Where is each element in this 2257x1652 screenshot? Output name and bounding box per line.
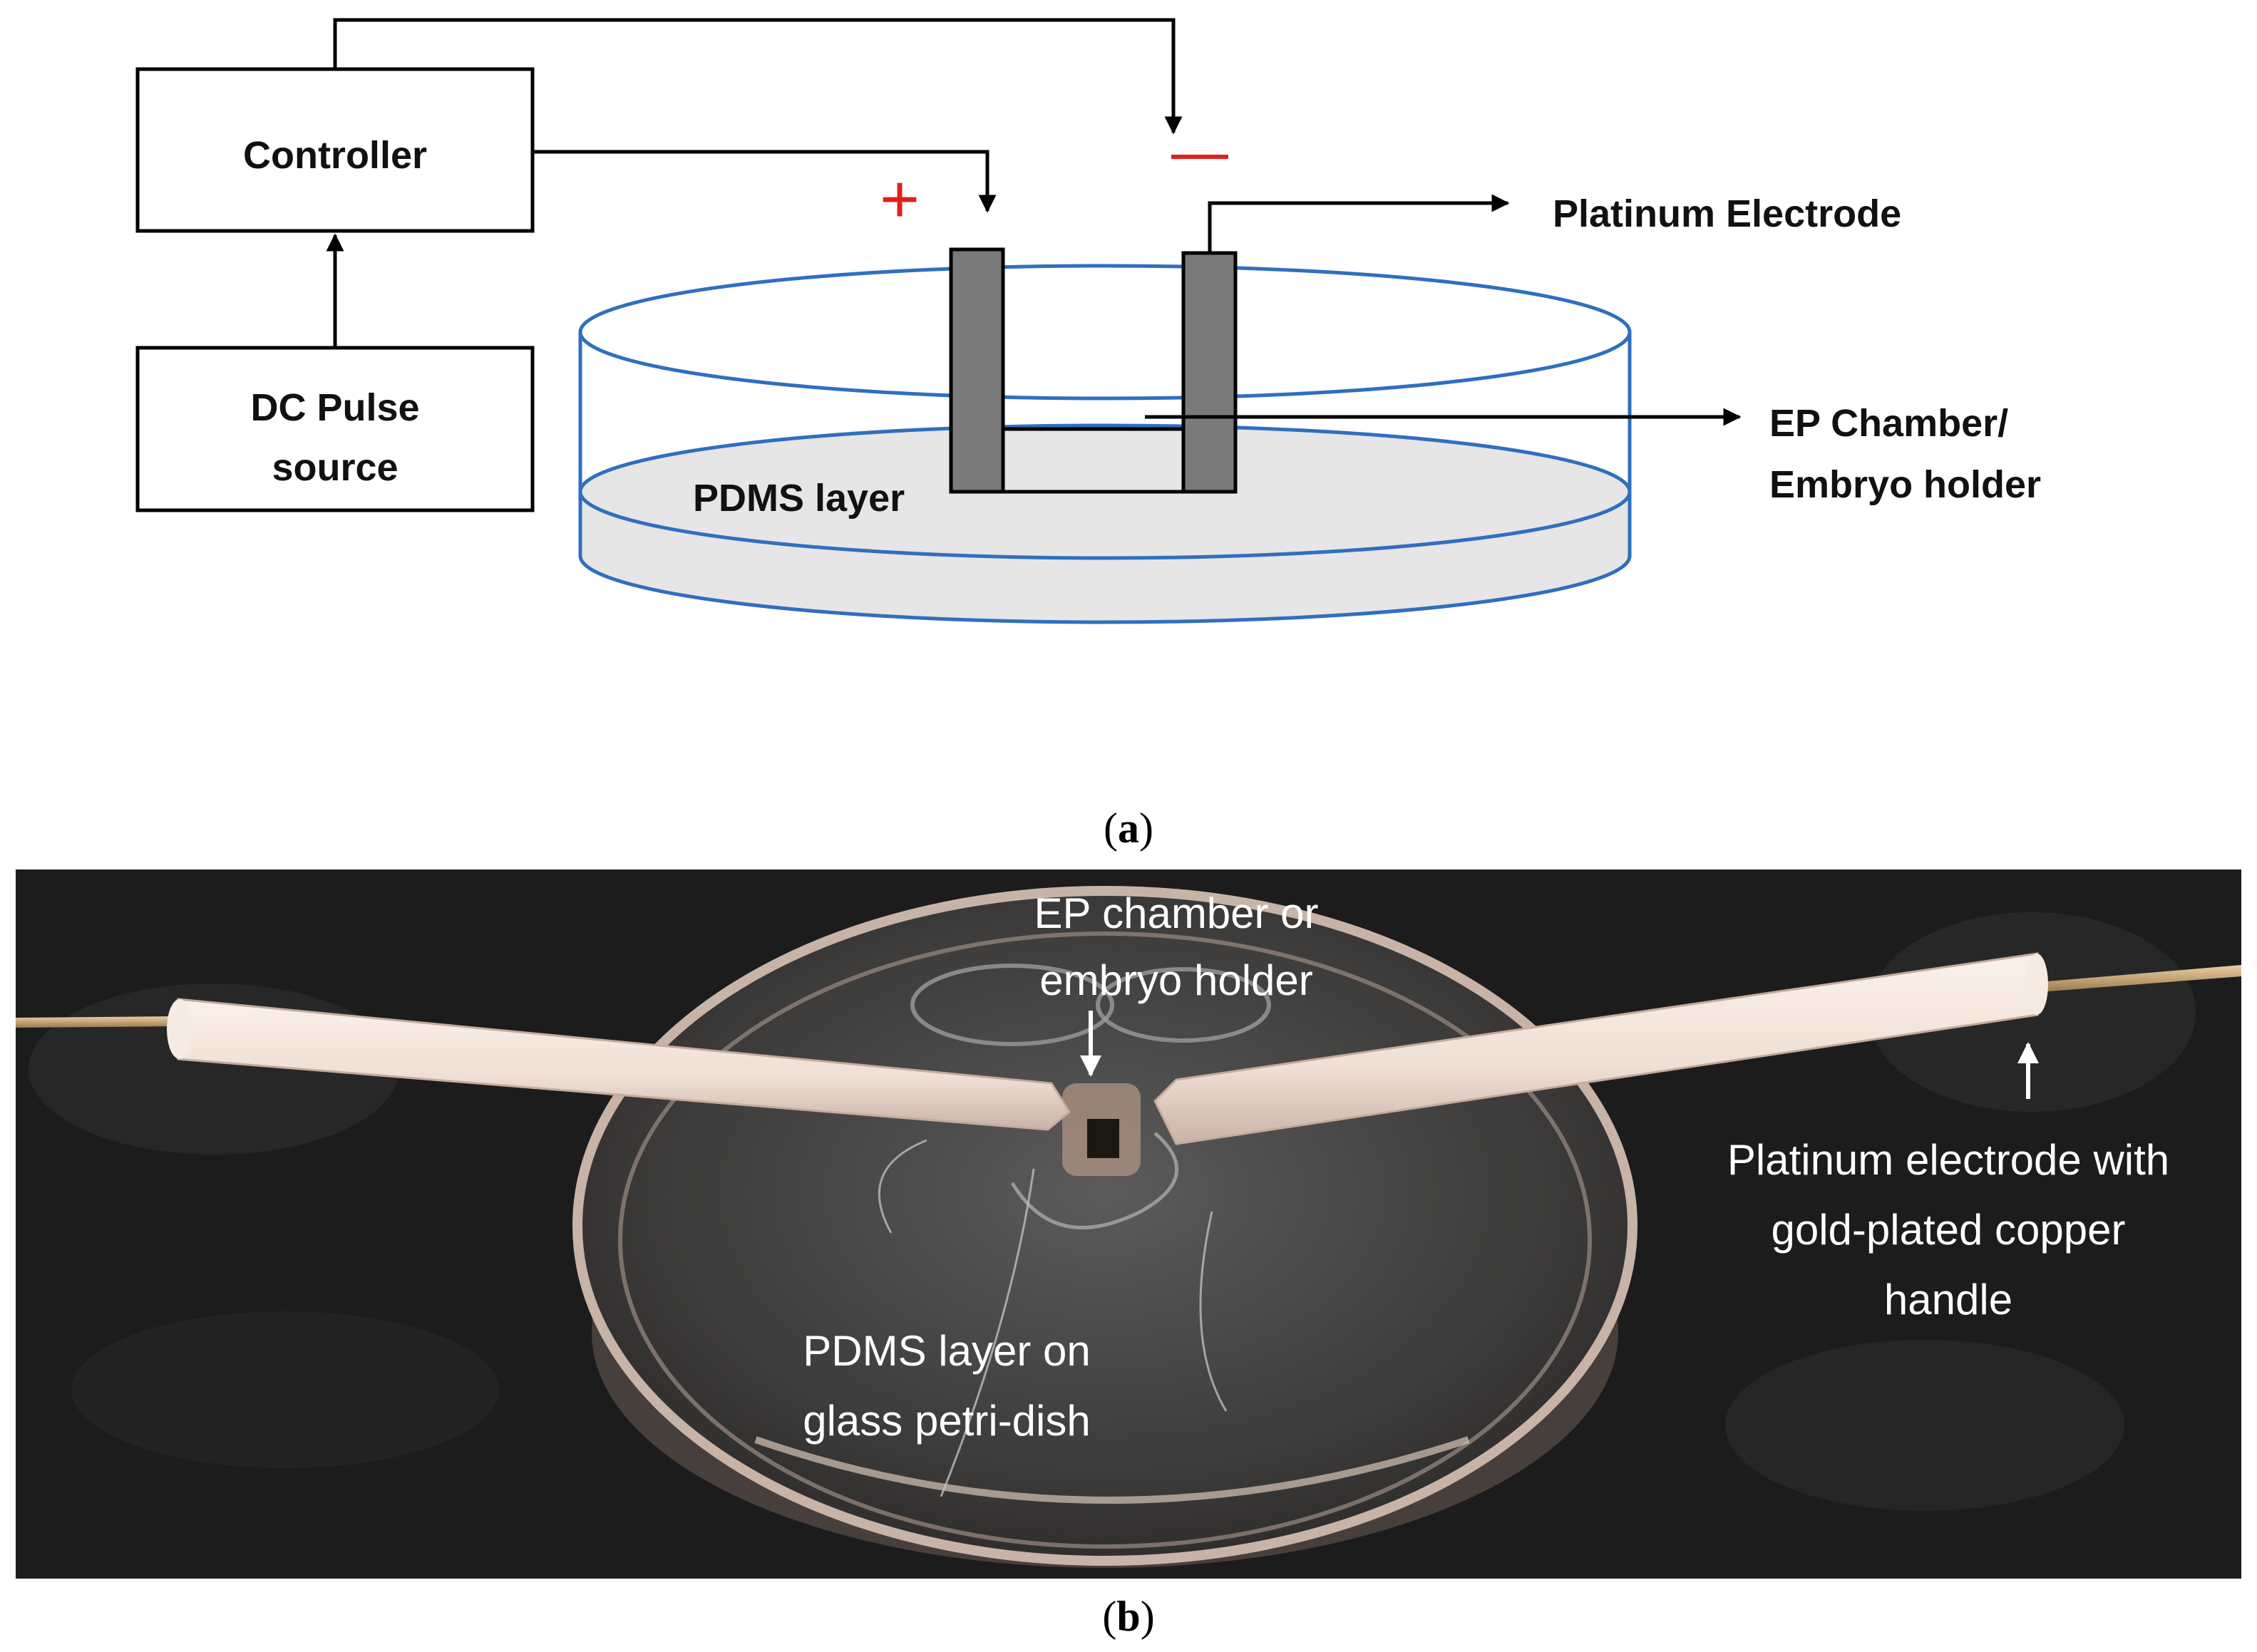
panel-a-schematic: Controller DC Pulse source +	[135, 18, 2041, 624]
right-electrode-photo	[1153, 952, 2241, 1145]
dish-rim	[578, 264, 1632, 401]
ep-chamber-photo-label-line1: EP chamber or	[1034, 889, 1318, 937]
platinum-electrode-label: Platinum Electrode	[1553, 192, 1901, 235]
petri-dish-schematic	[578, 264, 1632, 624]
ep-chamber-label-line2: Embryo holder	[1769, 463, 2041, 506]
pdms-layer-label: PDMS layer	[693, 477, 905, 520]
left-electrode-photo	[16, 998, 1071, 1131]
pdms-photo-label-line2: glass petri-dish	[803, 1397, 1091, 1445]
ep-chamber-photo-label-line2: embryo holder	[1039, 956, 1313, 1004]
platinum-electrode-pointer	[1208, 194, 1510, 253]
dc-pulse-source-box: DC Pulse source	[135, 346, 535, 512]
positive-wire-arrow	[533, 150, 997, 213]
negative-electrode	[1181, 251, 1238, 494]
embryo-slot	[1087, 1119, 1119, 1158]
electrode-photo-label-line3: handle	[1884, 1276, 2012, 1323]
dc-pulse-label-line1: DC Pulse	[250, 386, 419, 429]
negative-wire-arrow	[333, 18, 1183, 135]
plus-sign: +	[880, 161, 920, 237]
ep-chamber-label-line1: EP Chamber/	[1769, 402, 2008, 445]
pdms-photo-label-line1: PDMS layer on	[803, 1327, 1090, 1375]
electrode-photo-label-line1: Platinum electrode with	[1727, 1136, 2169, 1184]
positive-electrode	[949, 247, 1005, 494]
dc-pulse-label-line2: source	[272, 446, 398, 489]
caption-a: (a)	[1104, 805, 1153, 852]
controller-box: Controller	[135, 67, 535, 233]
controller-label: Controller	[243, 134, 427, 177]
panel-b-photo: EP chamber or embryo holder Platinum ele…	[16, 869, 2241, 1579]
caption-b: (b)	[1102, 1593, 1154, 1640]
electrode-photo-label-line2: gold-plated copper	[1771, 1206, 2125, 1254]
